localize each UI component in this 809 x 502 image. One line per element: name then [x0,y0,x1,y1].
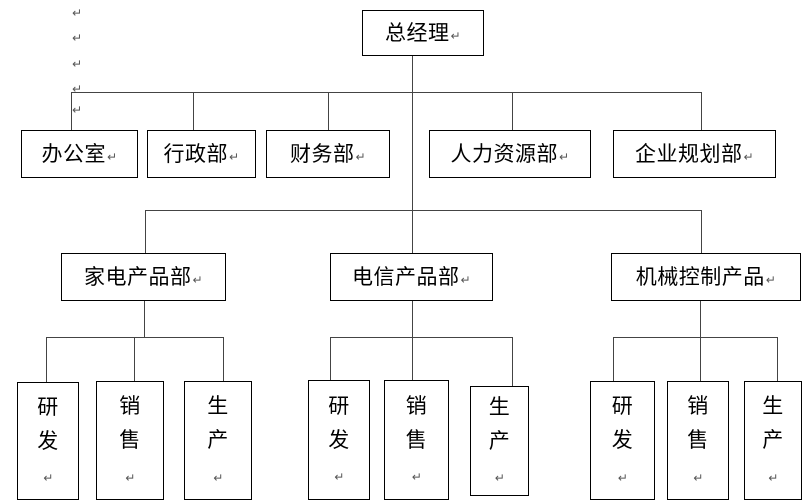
paragraph-mark-icon: ↵ [411,470,423,484]
node-office[interactable]: 办公室↵ [21,130,138,178]
connector-spine-level3 [412,92,413,211]
node-home-appliance-products[interactable]: 家电产品部↵ [61,253,226,301]
node-label: 人力资源部↵ [450,141,570,166]
node-label: 财务部↵ [289,141,367,166]
node-telecom-products[interactable]: 电信产品部↵ [330,253,493,301]
paragraph-mark-icon: ↵ [72,82,83,96]
node-telecom-rd[interactable]: 研发↵ [308,380,370,500]
connector-drop-telecom [412,210,413,253]
paragraph-mark-icon: ↵ [558,149,570,164]
paragraph-mark-icon: ↵ [617,470,629,485]
node-label: 研发↵ [611,394,634,485]
paragraph-mark-icon: ↵ [43,471,54,485]
paragraph-mark-icon: ↵ [693,470,704,485]
connector-drop-appliance-sales [134,337,135,382]
node-label: 生产↵ [207,394,229,485]
connector-drop-telecom-prod [512,337,513,387]
paragraph-mark-icon: ↵ [460,272,472,287]
connector-drop-telecom-sales [412,337,413,381]
paragraph-mark-icon: ↵ [765,272,777,287]
connector-drop-hr [512,92,513,130]
node-machine-rd[interactable]: 研发↵ [590,381,655,500]
node-label: 电信产品部↵ [351,264,472,289]
node-label: 生产↵ [762,394,784,485]
node-enterprise-planning[interactable]: 企业规划部↵ [613,130,776,178]
connector-machine-stem [700,301,701,338]
node-label: 企业规划部↵ [634,141,755,166]
paragraph-mark-icon: ↵ [768,470,779,485]
paragraph-mark-icon: ↵ [72,103,83,117]
connector-drop-telecom-rd [330,337,331,381]
paragraph-mark-icon: ↵ [72,57,83,71]
node-label: 研发↵ [328,393,350,484]
node-label: 总经理↵ [384,20,462,45]
connector-drop-machine-sales [700,337,701,382]
connector-level3-bus [145,210,701,211]
connector-drop-planning [701,92,702,130]
node-telecom-production[interactable]: 生产↵ [470,386,529,496]
paragraph-mark-icon: ↵ [743,149,755,164]
node-telecom-sales[interactable]: 销售↵ [384,380,449,500]
node-label: 办公室↵ [41,141,118,166]
connector-telecom-bus [330,337,512,338]
node-machine-sales[interactable]: 销售↵ [667,381,729,500]
node-label: 家电产品部↵ [83,264,204,289]
node-label: 研发↵ [37,394,59,485]
connector-machine-bus [613,337,777,338]
connector-root-stem [412,56,413,93]
connector-drop-appliance-rd [46,337,47,382]
paragraph-mark-icon: ↵ [450,28,462,43]
node-general-manager[interactable]: 总经理↵ [362,10,484,56]
paragraph-mark-icon: ↵ [228,149,240,164]
node-label: 机械控制产品↵ [635,264,777,289]
connector-drop-appliance-prod [223,337,224,382]
paragraph-mark-icon: ↵ [125,470,136,485]
node-label: 销售↵ [119,394,141,485]
paragraph-mark-icon: ↵ [192,272,204,287]
connector-drop-machine-rd [613,337,614,382]
connector-appliance-stem [144,301,145,338]
node-appliance-production[interactable]: 生产↵ [184,381,252,500]
connector-level2-bus [71,92,701,93]
node-machine-production[interactable]: 生产↵ [744,381,802,500]
connector-drop-machine [701,210,702,253]
paragraph-mark-icon: ↵ [106,149,118,164]
connector-drop-machine-prod [777,337,778,382]
connector-drop-office [71,92,72,130]
paragraph-mark-icon: ↵ [213,470,224,485]
paragraph-mark-icon: ↵ [334,470,345,484]
node-label: 行政部↵ [163,141,240,166]
node-administration[interactable]: 行政部↵ [147,130,256,178]
paragraph-mark-icon: ↵ [72,31,83,45]
connector-drop-appliance [145,210,146,253]
node-mechanical-control-products[interactable]: 机械控制产品↵ [611,253,801,301]
paragraph-mark-icon: ↵ [494,471,506,485]
connector-telecom-stem [412,301,413,338]
node-label: 销售↵ [405,393,428,484]
paragraph-mark-icon: ↵ [355,149,367,164]
paragraph-mark-icon: ↵ [72,6,83,20]
node-label: 销售↵ [687,394,709,485]
node-finance[interactable]: 财务部↵ [266,130,390,178]
node-appliance-rd[interactable]: 研发↵ [17,382,79,500]
connector-drop-admin [193,92,194,130]
node-label: 生产↵ [488,394,511,485]
connector-drop-finance [328,92,329,130]
node-human-resources[interactable]: 人力资源部↵ [429,130,591,178]
node-appliance-sales[interactable]: 销售↵ [96,381,164,500]
